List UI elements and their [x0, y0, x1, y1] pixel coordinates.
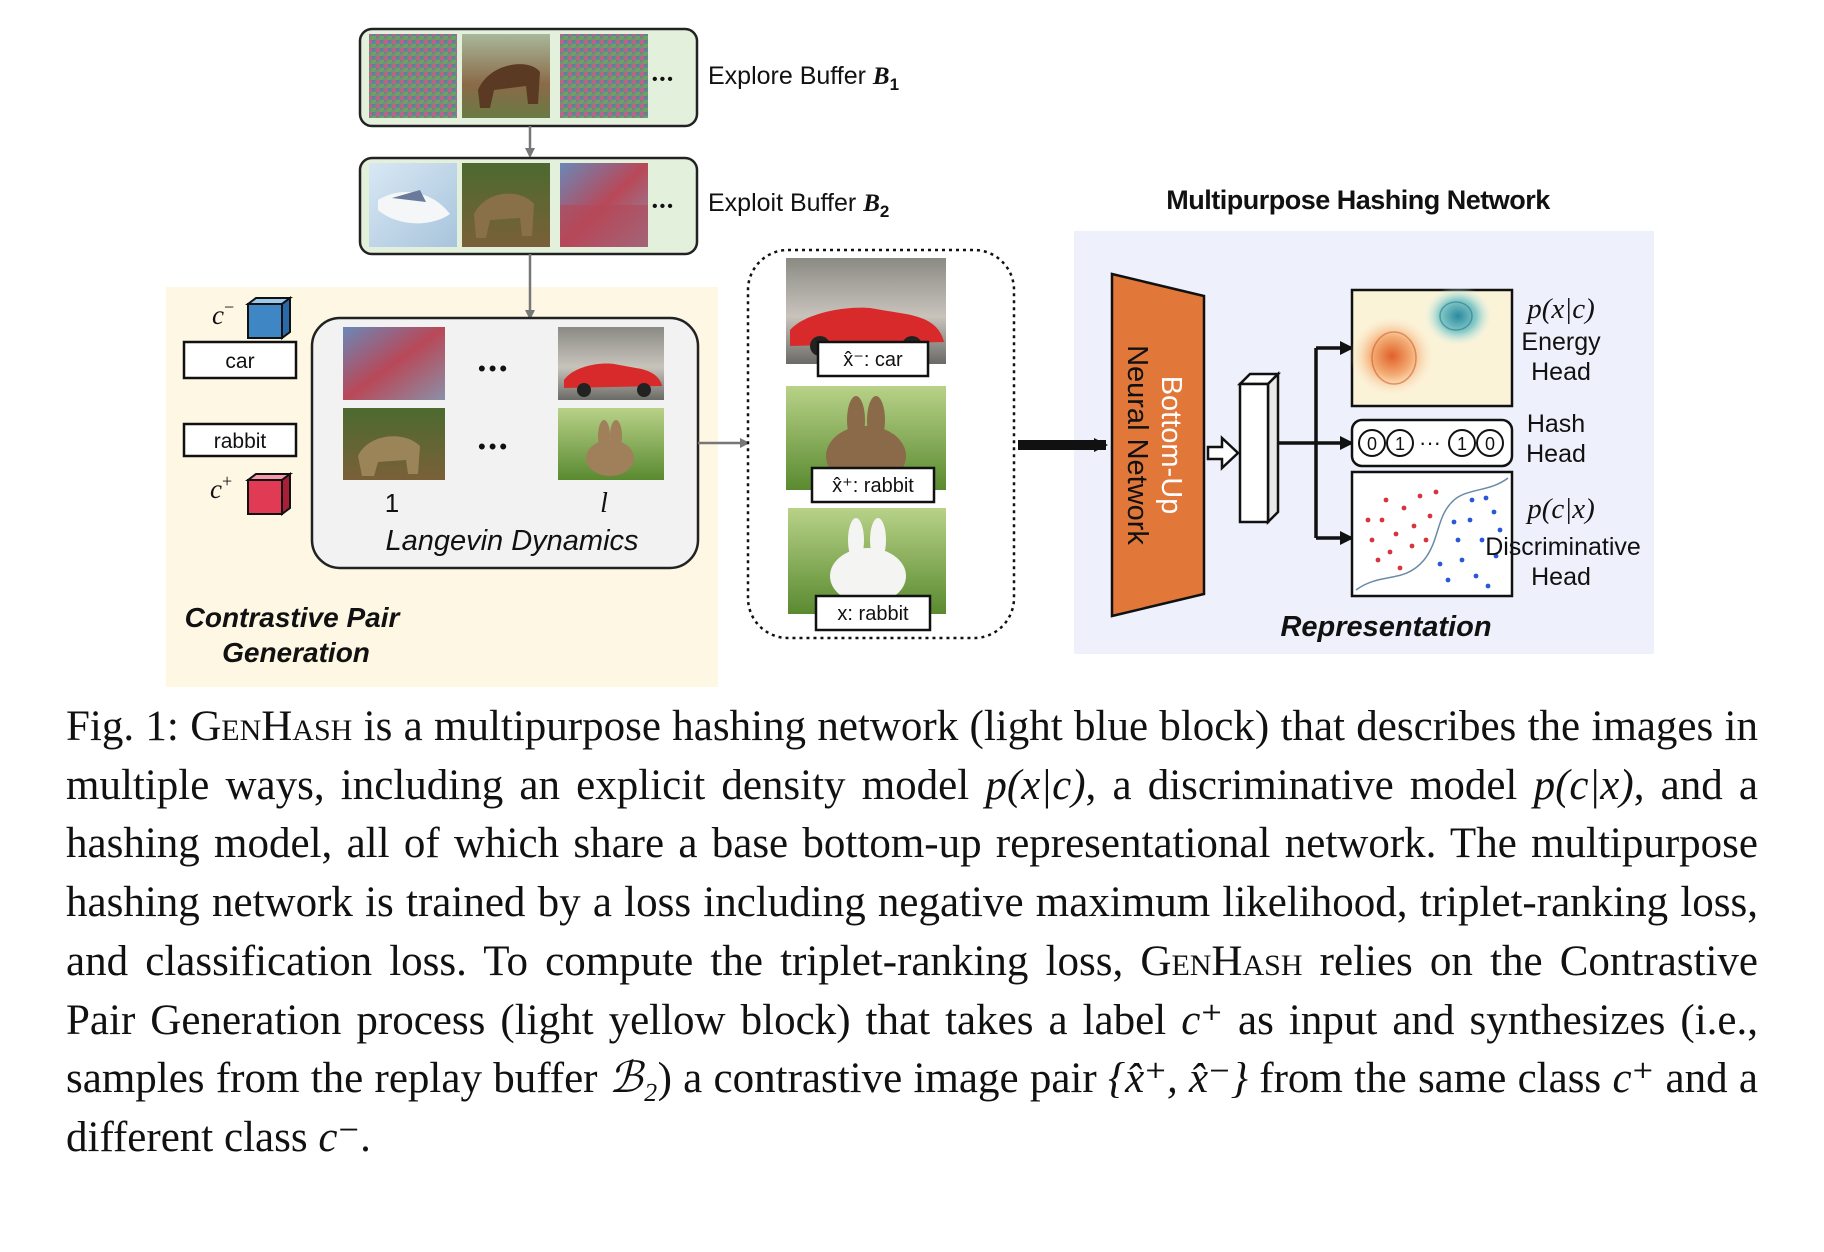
sample-rabbit-positive-label: x̂⁺: rabbit: [832, 475, 914, 497]
figure-caption: Fig. 1: GenHash is a multipurpose hashin…: [66, 698, 1758, 1168]
langevin-end-rabbit-image: [558, 408, 664, 480]
caption-math: p(c|x): [1533, 761, 1634, 809]
backbone-line1: Bottom-Up: [1155, 376, 1187, 515]
dog-image: [462, 163, 550, 247]
energy-label-line2: Head: [1531, 358, 1591, 386]
svg-text:0: 0: [1367, 434, 1377, 454]
langevin-ellipsis-top: •••: [478, 356, 510, 381]
caption-math: ℬ₂: [608, 1055, 658, 1103]
caption-text: relies on the Contrastive Pair Generatio…: [66, 937, 1758, 1044]
langevin-ellipsis-bottom: •••: [478, 434, 510, 459]
svg-text:1: 1: [1395, 434, 1405, 454]
explore-buffer-dots: •••: [652, 71, 675, 88]
discriminative-head-plot: [1350, 470, 1514, 598]
discriminative-label-line2: Head: [1531, 563, 1591, 591]
caption-text: is a multipurpose hashing network (light…: [66, 703, 1759, 809]
energy-formula: p(x|c): [1525, 293, 1595, 325]
hash-bit: 1: [1448, 429, 1476, 457]
horse-image: [462, 34, 550, 118]
energy-label-line1: Energy: [1521, 328, 1601, 356]
svg-text:0: 0: [1485, 434, 1495, 454]
explore-buffer-label: Explore Buffer B1: [708, 62, 899, 94]
svg-text:1: 1: [1457, 434, 1467, 454]
sample-car-label-box: [816, 340, 930, 378]
genhash-figure: ••• Explore Buffer B1 ••• Exploit Buffer…: [166, 27, 1654, 687]
caption-math: p(x|c): [985, 761, 1086, 809]
hash-label-line1: Hash: [1527, 410, 1585, 438]
caption-math: {x̂⁺, x̂⁻}: [1107, 1055, 1248, 1103]
discriminative-formula: p(c|x): [1525, 493, 1595, 525]
noise-image: [560, 34, 648, 118]
hash-label-line2: Head: [1526, 440, 1586, 468]
label-rabbit-box: [182, 422, 298, 458]
boat-image: [369, 163, 457, 247]
exploit-buffer-label: Exploit Buffer B2: [708, 189, 889, 221]
langevin-start-car-image: [343, 327, 445, 400]
c-plus-symbol: c+: [210, 471, 232, 504]
langevin-start-rabbit-image: [343, 408, 445, 480]
figure-number: Fig. 1:: [66, 703, 179, 750]
energy-head-plot: [1350, 286, 1514, 408]
langevin-step-first: 1: [385, 488, 399, 518]
caption-math: c⁺: [1181, 996, 1224, 1044]
backbone-trapezoid: [1110, 272, 1206, 618]
exploit-buffer-dots: •••: [652, 198, 675, 215]
hash-bit: 0: [1358, 429, 1386, 457]
discriminative-label-line1: Discriminative: [1485, 533, 1641, 561]
cube-blue-icon: [245, 296, 293, 340]
sample-rabbit-label: x: rabbit: [837, 603, 909, 625]
caption-text: from the same class: [1247, 1055, 1613, 1103]
sample-car-label: x̂⁻: car: [843, 349, 903, 371]
caption-text: and a different class: [66, 1055, 1758, 1161]
cube-red-icon: [245, 472, 293, 516]
caption-text: , and a hashing model, all of which shar…: [66, 761, 1759, 985]
hash-ellipsis: ···: [1419, 430, 1441, 455]
label-car-box: [182, 340, 298, 380]
caption-text: ) a contrastive image pair: [657, 1055, 1108, 1103]
method-name: GenHash: [1140, 937, 1303, 985]
c-minus-symbol: c−: [212, 297, 234, 330]
backbone-line2: Neural Network: [1121, 345, 1153, 545]
contrastive-title-line2: Generation: [222, 637, 370, 668]
noise-image: [369, 34, 457, 118]
caption-text: as input and synthesizes (i.e., samples …: [66, 996, 1758, 1103]
label-car: car: [225, 350, 254, 373]
sample-rabbit-positive-label-box: [810, 466, 936, 504]
hash-head-box: [1350, 418, 1514, 468]
caption-math: c⁺: [1612, 1055, 1655, 1103]
caption-math: c⁻: [318, 1113, 361, 1161]
langevin-end-car-image: [558, 327, 664, 400]
hash-bit: 1: [1386, 429, 1414, 457]
hollow-arrow-icon: [1206, 435, 1240, 471]
caption-text: .: [360, 1113, 371, 1161]
sample-rabbit-image: [788, 508, 946, 614]
langevin-step-last: l: [600, 488, 608, 519]
label-rabbit: rabbit: [214, 430, 267, 453]
hash-bit: 0: [1476, 429, 1504, 457]
contrastive-title-line1: Contrastive Pair: [185, 602, 402, 633]
blurry-image: [560, 163, 648, 247]
caption-text: , a discriminative model: [1085, 761, 1534, 809]
representation-vector: [1236, 370, 1282, 526]
langevin-label: Langevin Dynamics: [385, 525, 638, 557]
sample-rabbit-label-box: [814, 594, 932, 632]
representation-label: Representation: [1280, 611, 1491, 643]
method-name: GenHash: [190, 703, 353, 750]
network-title: Multipurpose Hashing Network: [1166, 185, 1551, 215]
